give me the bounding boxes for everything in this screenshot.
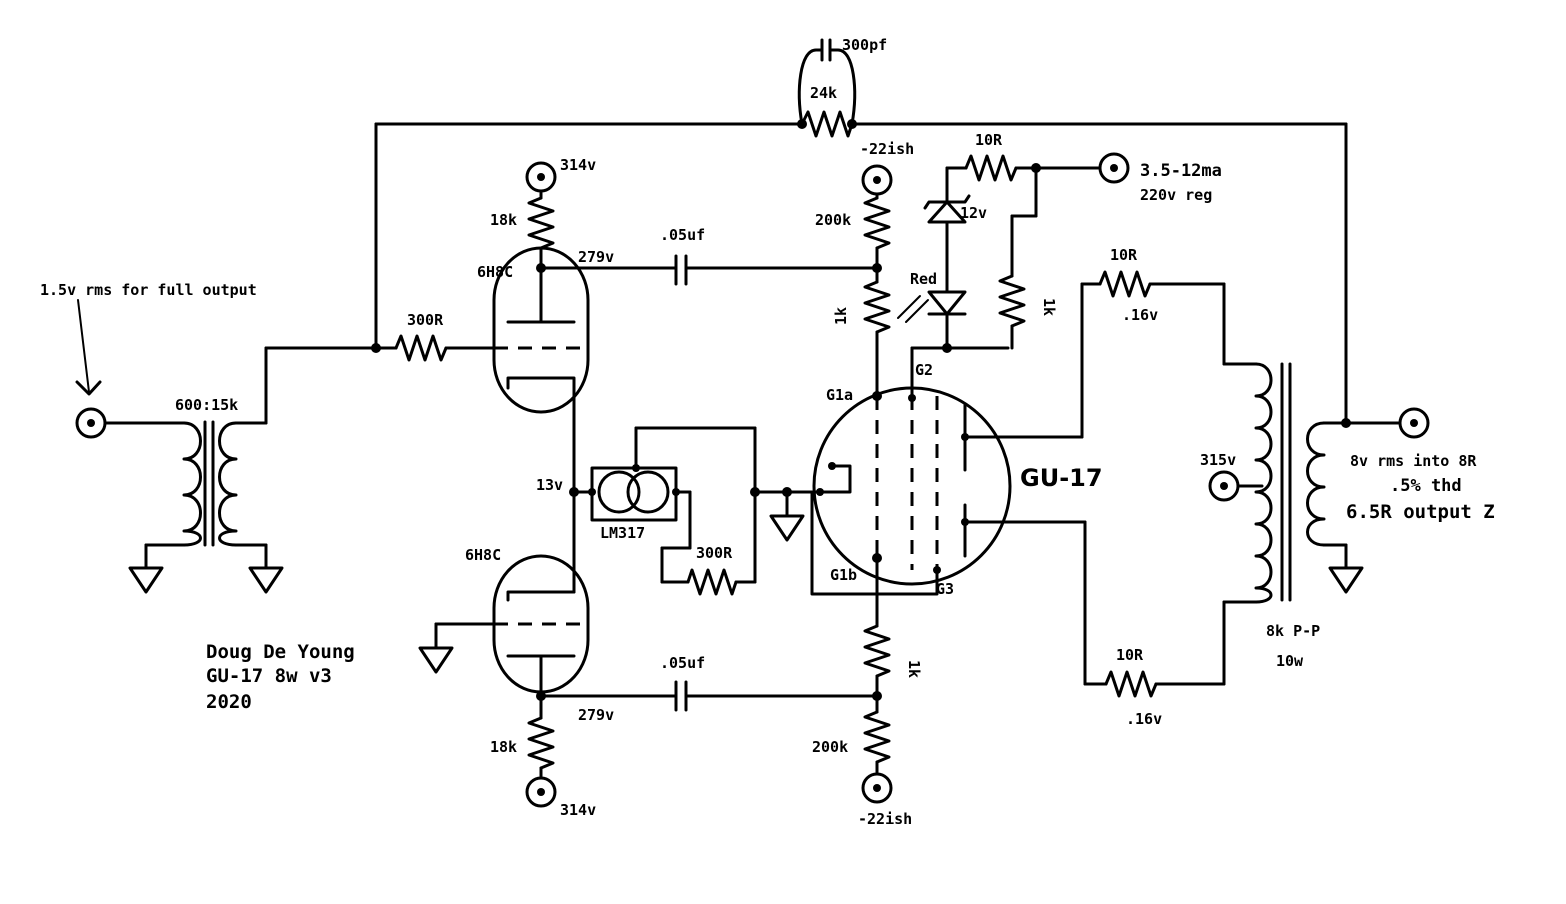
bottom-bias-resistor bbox=[863, 710, 891, 764]
screen-supply-terminal[interactable] bbox=[1098, 152, 1130, 184]
input-transformer-ratio: 600:15k bbox=[175, 396, 238, 414]
screen-stopper bbox=[998, 274, 1026, 328]
b-plus-terminal[interactable] bbox=[1208, 470, 1240, 502]
zener-value: 12v bbox=[960, 204, 987, 222]
red-led bbox=[897, 290, 967, 323]
top-plate-resistor bbox=[1098, 270, 1152, 298]
feedback-capacitor bbox=[816, 38, 836, 62]
top-bias-terminal[interactable] bbox=[861, 164, 893, 196]
ground-icon bbox=[248, 566, 284, 594]
feedback-resistor bbox=[800, 110, 854, 138]
top-bias-resistor-value: 200k bbox=[815, 211, 851, 229]
screen-series-resistor bbox=[964, 154, 1018, 182]
lower-tube-type: 6H8C bbox=[465, 546, 501, 564]
upper-supply-voltage: 314v bbox=[560, 156, 596, 174]
pin-g1b: G1b bbox=[830, 566, 857, 584]
upper-coupling-capacitor bbox=[674, 254, 688, 286]
grid-resistor bbox=[394, 334, 448, 362]
bottom-plate-resistor bbox=[1104, 670, 1158, 698]
bottom-plate-resistor-voltage: .16v bbox=[1126, 710, 1162, 728]
input-jack[interactable] bbox=[75, 407, 107, 439]
lower-supply-voltage: 314v bbox=[560, 801, 596, 819]
input-level-note: 1.5v rms for full output bbox=[40, 281, 257, 299]
screen-stopper-value: 1k bbox=[1040, 298, 1058, 316]
led-label: Red bbox=[910, 270, 937, 288]
top-grid-stopper bbox=[863, 280, 891, 334]
bottom-bias-terminal[interactable] bbox=[861, 772, 893, 804]
output-spec-3: 6.5R output Z bbox=[1346, 501, 1495, 523]
ccs-regulator bbox=[590, 466, 678, 522]
cathode-voltage: 13v bbox=[536, 476, 563, 494]
ground-icon bbox=[1328, 566, 1364, 594]
top-plate-resistor-voltage: .16v bbox=[1122, 306, 1158, 324]
output-jack[interactable] bbox=[1398, 407, 1430, 439]
upper-plate-voltage: 279v bbox=[578, 248, 614, 266]
ground-icon bbox=[128, 566, 164, 594]
upper-tube-type: 6H8C bbox=[477, 263, 513, 281]
author: Doug De Young bbox=[206, 641, 355, 663]
lower-driver-tube bbox=[492, 554, 590, 698]
feedback-resistor-value: 24k bbox=[810, 84, 837, 102]
bottom-plate-resistor-value: 10R bbox=[1116, 646, 1144, 664]
input-arrow-icon bbox=[75, 299, 102, 396]
output-transformer bbox=[1254, 362, 1326, 604]
ccs-regulator-label: LM317 bbox=[600, 524, 645, 542]
top-bias-voltage: -22ish bbox=[860, 140, 914, 158]
pin-g3: G3 bbox=[936, 580, 954, 598]
upper-driver-tube bbox=[492, 246, 590, 414]
screen-series-resistor-value: 10R bbox=[975, 131, 1003, 149]
pin-g1a: G1a bbox=[826, 386, 853, 404]
bottom-bias-resistor-value: 200k bbox=[812, 738, 848, 756]
grid-resistor-value: 300R bbox=[407, 311, 444, 329]
top-bias-resistor bbox=[863, 196, 891, 250]
screen-current: 3.5-12ma bbox=[1140, 161, 1222, 181]
upper-plate-resistor-value: 18k bbox=[490, 211, 517, 229]
bottom-grid-stopper bbox=[863, 624, 891, 678]
screen-regulation: 220v reg bbox=[1140, 186, 1212, 204]
top-grid-stopper-value: 1k bbox=[832, 307, 850, 325]
bottom-bias-voltage: -22ish bbox=[858, 810, 912, 828]
bottom-grid-stopper-value: 1k bbox=[905, 660, 923, 678]
upper-supply-terminal[interactable] bbox=[525, 161, 557, 193]
lower-supply-terminal[interactable] bbox=[525, 776, 557, 808]
lower-plate-resistor bbox=[527, 716, 555, 770]
lower-plate-resistor-value: 18k bbox=[490, 738, 517, 756]
ccs-resistor bbox=[686, 568, 738, 596]
ccs-resistor-value: 300R bbox=[696, 544, 733, 562]
ground-icon bbox=[769, 514, 805, 542]
output-tube-name: GU-17 bbox=[1020, 464, 1103, 492]
upper-coupling-cap-value: .05uf bbox=[660, 226, 705, 244]
lower-plate-voltage: 279v bbox=[578, 706, 614, 724]
b-plus-voltage: 315v bbox=[1200, 451, 1236, 469]
lower-coupling-cap-value: .05uf bbox=[660, 654, 705, 672]
output-spec-2: .5% thd bbox=[1390, 476, 1462, 496]
output-transformer-impedance: 8k P-P bbox=[1266, 622, 1320, 640]
project-name: GU-17 8w v3 bbox=[206, 665, 332, 687]
upper-plate-resistor bbox=[527, 196, 555, 250]
top-plate-resistor-value: 10R bbox=[1110, 246, 1138, 264]
ground-icon bbox=[418, 646, 454, 674]
output-spec-1: 8v rms into 8R bbox=[1350, 452, 1477, 470]
output-tube bbox=[812, 386, 1012, 586]
input-transformer bbox=[182, 420, 238, 547]
feedback-capacitor-value: 300pf bbox=[842, 36, 887, 54]
pin-g2: G2 bbox=[915, 361, 933, 379]
year: 2020 bbox=[206, 691, 252, 713]
output-transformer-power: 10w bbox=[1276, 652, 1304, 670]
